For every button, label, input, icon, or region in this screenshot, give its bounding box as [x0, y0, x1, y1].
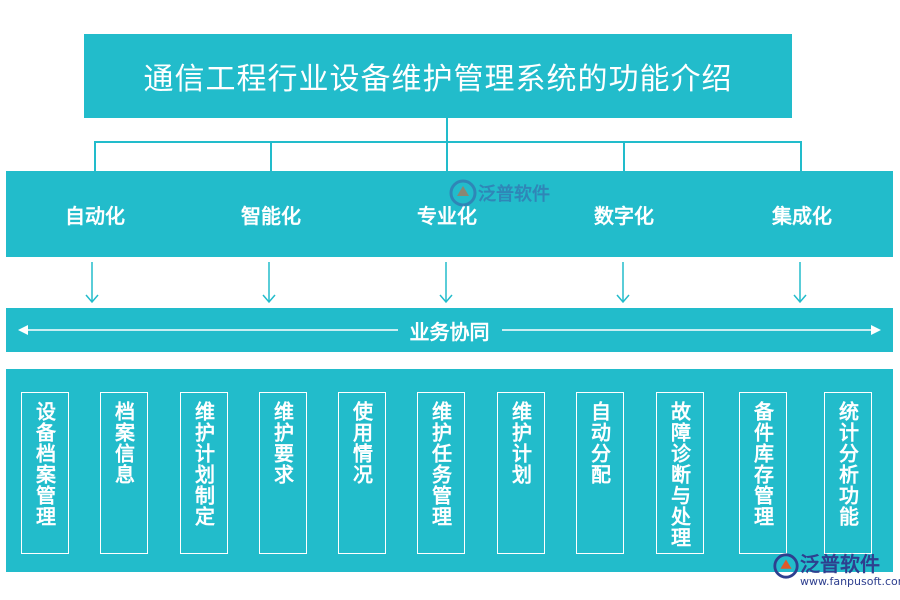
- function-label: 故障诊断与处理: [667, 401, 692, 548]
- function-label: 统计分析功能: [835, 401, 860, 527]
- function-box: 维护计划: [497, 392, 545, 554]
- category-connector-drop: [800, 141, 802, 171]
- function-label: 档案信息: [111, 401, 136, 485]
- function-box: 维护要求: [259, 392, 307, 554]
- watermark-corner-url: www.fanpusoft.com: [800, 575, 900, 588]
- functions-panel: [6, 369, 893, 572]
- function-label: 维护计划: [508, 401, 533, 485]
- category-professional: 专业化: [417, 203, 477, 228]
- function-label: 维护要求: [270, 401, 295, 485]
- function-label: 备件库存管理: [750, 401, 775, 527]
- title-connector-vertical: [446, 118, 448, 142]
- watermark-corner-name: 泛普软件: [800, 552, 880, 576]
- arrow-down-icon: [616, 262, 630, 304]
- function-label: 自动分配: [587, 401, 612, 485]
- category-band: 自动化 智能化 专业化 数字化 集成化: [6, 171, 893, 257]
- watermark-corner-text: 泛普软件 www.fanpusoft.com: [800, 552, 900, 588]
- function-label: 维护计划制定: [191, 401, 216, 527]
- category-connector-drop: [94, 141, 96, 171]
- arrow-down-icon: [793, 262, 807, 304]
- function-box: 档案信息: [100, 392, 148, 554]
- category-connector-drop: [623, 141, 625, 171]
- business-collaboration-bar: 业务协同: [6, 308, 893, 352]
- function-box: 统计分析功能: [824, 392, 872, 554]
- function-label: 维护任务管理: [428, 401, 453, 527]
- function-box: 维护任务管理: [417, 392, 465, 554]
- function-box: 使用情况: [338, 392, 386, 554]
- fanpu-logo-icon: [449, 179, 477, 207]
- arrow-down-icon: [85, 262, 99, 304]
- category-automation: 自动化: [65, 203, 125, 228]
- category-digital: 数字化: [594, 203, 654, 228]
- business-collaboration-label-wrap: 业务协同: [6, 308, 893, 352]
- category-connector-drop: [270, 141, 272, 171]
- function-box: 故障诊断与处理: [656, 392, 704, 554]
- arrow-down-icon: [262, 262, 276, 304]
- function-box: 维护计划制定: [180, 392, 228, 554]
- function-box: 设备档案管理: [21, 392, 69, 554]
- category-integrated: 集成化: [772, 203, 832, 228]
- page-title: 通信工程行业设备维护管理系统的功能介绍: [84, 34, 792, 118]
- function-box: 备件库存管理: [739, 392, 787, 554]
- function-label: 使用情况: [349, 401, 374, 485]
- category-intelligent: 智能化: [241, 203, 301, 228]
- function-label: 设备档案管理: [32, 401, 57, 527]
- function-box: 自动分配: [576, 392, 624, 554]
- category-connector-drop: [446, 141, 448, 171]
- watermark-corner: 泛普软件 www.fanpusoft.com: [772, 552, 900, 588]
- category-connector-horizontal: [94, 141, 802, 143]
- arrow-down-icon: [439, 262, 453, 304]
- watermark-center-name: 泛普软件: [478, 184, 550, 205]
- business-collaboration-label: 业务协同: [397, 315, 502, 345]
- fanpu-logo-icon: [773, 553, 799, 579]
- watermark-center: 泛普软件: [448, 178, 550, 208]
